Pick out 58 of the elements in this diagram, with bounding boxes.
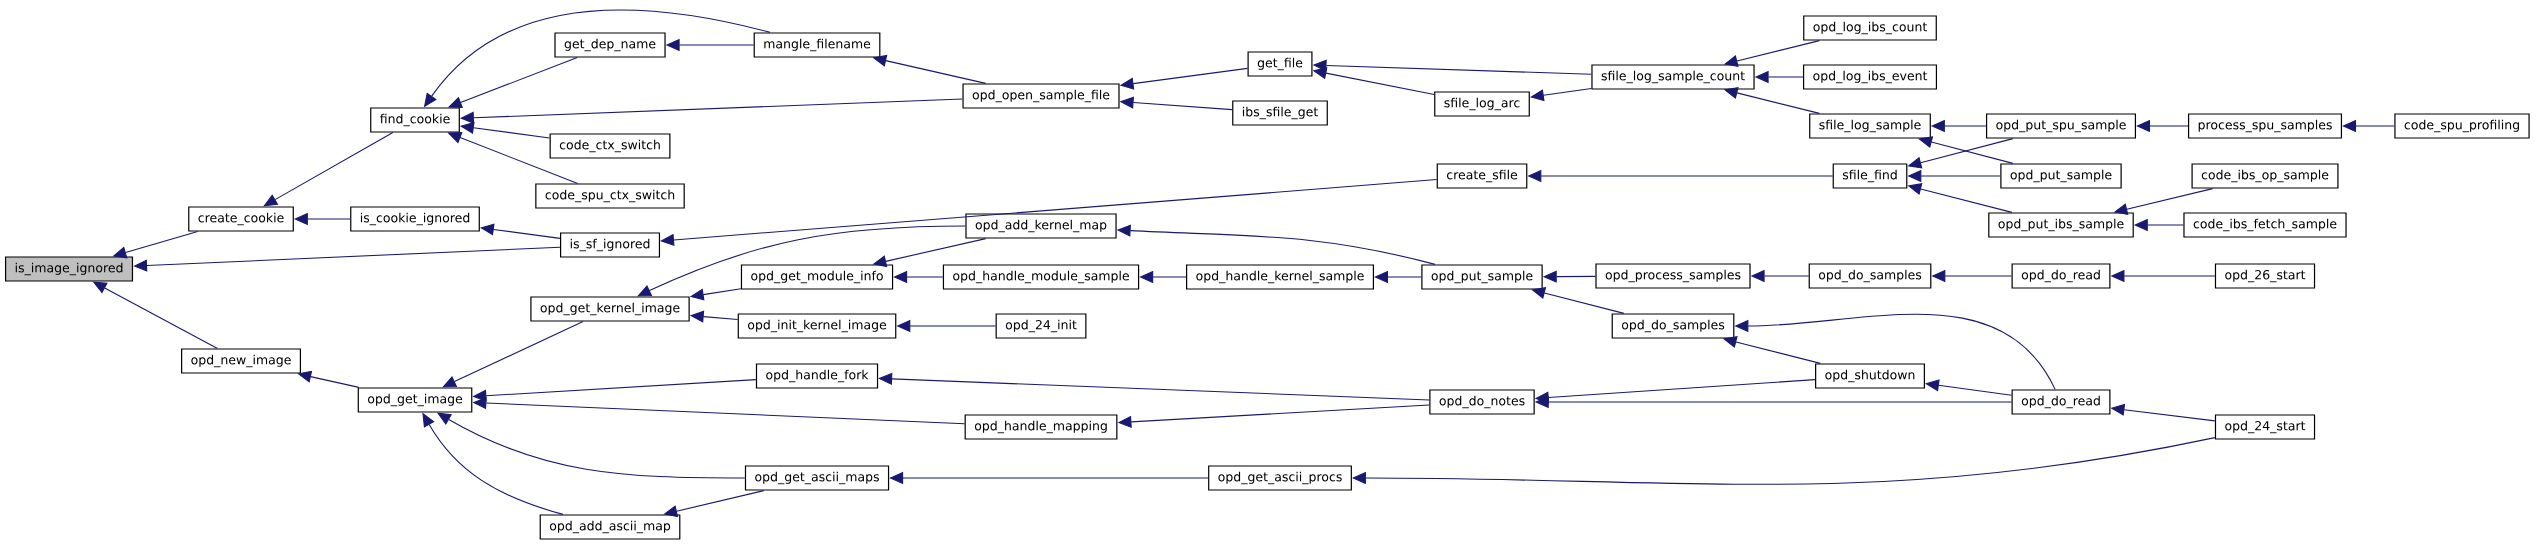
function-box: opd_24_init [995,313,1087,339]
function-box: opd_do_notes [1429,389,1535,415]
function-box: opd_handle_module_sample [942,264,1140,290]
function-box: process_spu_samples [2188,113,2343,139]
function-box: opd_do_samples [1808,263,1932,289]
function-box: is_image_ignored [5,256,134,282]
arrow [1531,287,1625,314]
arrow [1925,379,2013,396]
function-box: opd_handle_mapping [964,414,1118,440]
function-box: opd_get_ascii_maps [744,465,890,491]
function-box: opd_do_read [2011,389,2111,415]
function-box: get_dep_name [554,32,666,58]
function-box: opd_put_sample [2000,163,2122,189]
function-box: opd_shutdown [1815,363,1925,389]
arrow [263,132,394,207]
function-box: opd_do_read [2011,263,2111,289]
function-box: code_ibs_op_sample [2191,163,2339,189]
function-box: code_spu_profiling [2394,113,2530,139]
function-box: opd_init_kernel_image [737,313,897,339]
function-box: sfile_log_arc [1434,91,1530,117]
function-box: opd_handle_fork [755,363,879,389]
function-box: opd_put_spu_sample [1986,113,2137,139]
function-box: opd_new_image [181,348,301,374]
function-box: sfile_log_sample_count [1591,64,1755,90]
function-box: create_cookie [188,206,294,232]
function-box: opd_handle_kernel_sample [1186,264,1374,290]
function-box: opd_add_ascii_map [539,514,681,540]
function-box: sfile_find [1832,163,1908,189]
function-box: opd_get_module_info [740,264,894,290]
function-box: code_ctx_switch [549,133,671,159]
function-box: opd_open_sample_file [962,83,1120,109]
function-box: find_cookie [370,107,460,133]
function-box: opd_put_sample [1421,264,1543,290]
function-box: opd_get_image [357,387,473,413]
function-box: opd_get_ascii_procs [1208,465,1352,491]
function-box: code_ibs_fetch_sample [2183,212,2347,238]
function-box: opd_add_kernel_map [965,213,1117,239]
function-box: ibs_sfile_get [1232,100,1328,126]
function-box: sfile_log_sample [1809,113,1931,139]
function-box: mangle_filename [753,32,881,58]
arrow [1918,136,2014,164]
arrow [442,321,584,388]
function-box: get_file [1247,51,1313,77]
function-box: is_sf_ignored [560,232,661,258]
arrow [133,246,561,272]
function-box: opd_do_samples [1611,313,1735,339]
function-box: opd_process_samples [1595,263,1751,289]
function-box: opd_put_ibs_sample [1988,212,2134,238]
function-box: is_cookie_ignored [350,206,480,232]
function-box: opd_24_start [2214,414,2316,440]
function-box: opd_get_kernel_image [530,296,690,322]
arrow [637,225,966,297]
function-box: opd_26_start [2214,263,2316,289]
function-box: create_sfile [1436,163,1528,189]
function-box: code_spu_ctx_switch [535,183,685,209]
function-box: opd_log_ibs_event [1803,64,1938,90]
arrow [660,179,1438,247]
function-box: opd_log_ibs_count [1803,15,1937,41]
